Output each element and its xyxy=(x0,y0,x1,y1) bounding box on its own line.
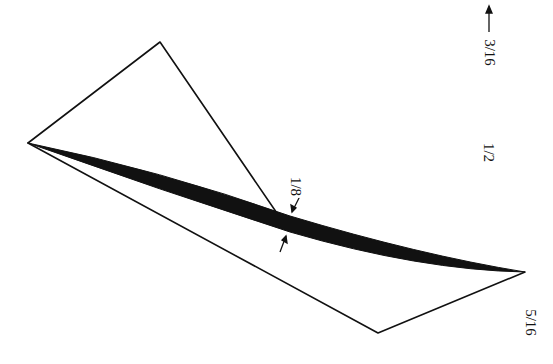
upper-triangle xyxy=(28,42,283,222)
lower-triangle xyxy=(28,143,525,333)
thickness-leader-bottom xyxy=(280,236,286,252)
thickness-leader-top xyxy=(292,196,300,212)
blade-section xyxy=(28,143,525,272)
arrowhead xyxy=(486,6,492,13)
arrowhead xyxy=(291,205,296,212)
dimension-label: 3/16 xyxy=(480,37,497,68)
arrowhead xyxy=(282,236,287,243)
dimension-label: 1/8 xyxy=(287,174,304,197)
dimension-label: 5/16 xyxy=(521,307,538,338)
dimension-label: 1/2 xyxy=(480,140,497,163)
